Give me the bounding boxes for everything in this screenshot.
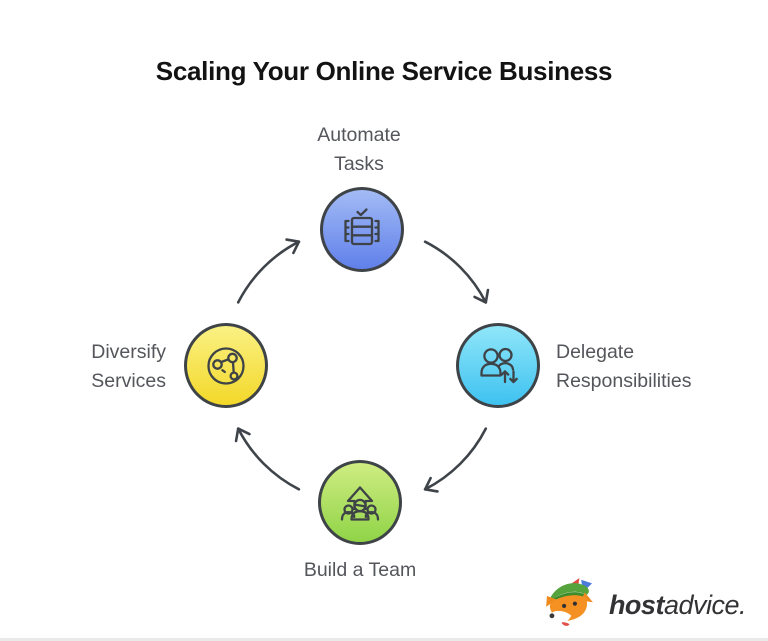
hostadvice-logo: hostadvice.	[545, 578, 747, 632]
arrow-delegate-to-build	[423, 427, 488, 493]
logo-text-regular: advice.	[663, 589, 747, 620]
node-build-a-team	[318, 460, 402, 545]
bottom-divider	[0, 638, 768, 641]
label-delegate-responsibilities: Delegate Responsibilities	[556, 338, 768, 396]
label-line: Services	[91, 370, 166, 392]
arrow-build-to-diversify	[234, 427, 301, 491]
server-check-icon	[344, 207, 380, 245]
label-line: Build a Team	[303, 559, 417, 581]
logo-text-bold: host	[608, 589, 665, 620]
label-automate-tasks: Automate Tasks	[259, 121, 459, 179]
label-line: Responsibilities	[556, 370, 692, 392]
label-line: Diversify	[91, 341, 166, 363]
arrow-diversify-to-automate	[236, 238, 301, 304]
logo-text: hostadvice.	[608, 589, 747, 621]
node-diversify-services	[184, 323, 268, 408]
node-automate-tasks	[320, 187, 404, 272]
arrow-automate-to-delegate	[423, 240, 490, 304]
label-line: Automate	[317, 124, 401, 146]
people-swap-icon	[480, 347, 518, 383]
label-diversify-services: Diversify Services	[0, 338, 166, 396]
fox-mascot-icon	[546, 578, 593, 626]
label-line: Delegate	[556, 341, 635, 363]
network-nodes-icon	[207, 346, 245, 385]
label-build-a-team: Build a Team	[260, 556, 460, 585]
node-delegate-responsibilities	[456, 323, 540, 408]
page-title: Scaling Your Online Service Business	[155, 56, 613, 86]
team-growth-icon	[340, 485, 380, 521]
label-line: Tasks	[334, 153, 384, 175]
